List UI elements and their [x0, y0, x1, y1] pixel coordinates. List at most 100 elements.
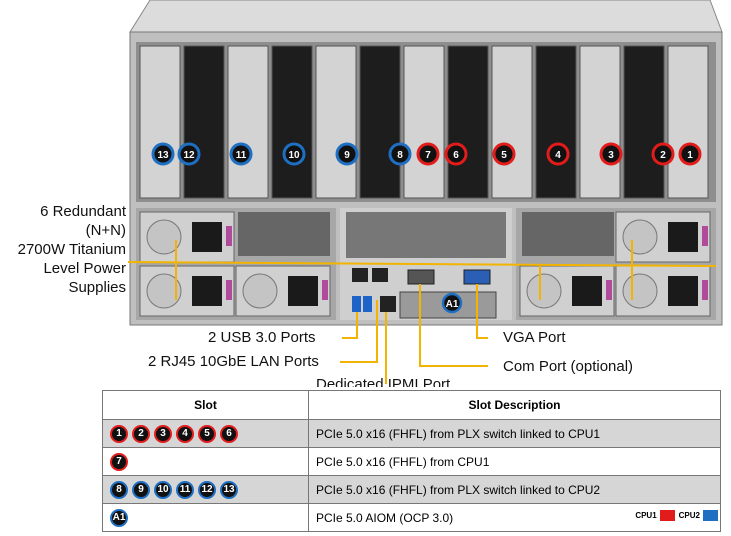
slot-badge: 6: [220, 424, 238, 443]
slot-cover: [667, 45, 709, 199]
lan-port: [372, 268, 388, 282]
slot-cover: [315, 45, 357, 199]
ipmi-port: [380, 296, 396, 312]
power-supply: [139, 211, 235, 263]
usb-port: [363, 296, 372, 312]
slot-badge: 10: [154, 480, 172, 499]
pcie-slot-badges: 13 12 11 10 9 8 7 6 5 4 3 2 1: [151, 142, 702, 166]
power-supply: [615, 265, 711, 317]
slot-badge-label: 6: [453, 150, 459, 161]
slot-badge: 4: [176, 424, 194, 443]
slot-badge: [177, 142, 201, 166]
psu-callout-line: Supplies: [68, 279, 126, 296]
slot-badge-label: 9: [344, 150, 350, 161]
table-row: 7 PCIe 5.0 x16 (FHFL) from CPU1: [102, 447, 721, 476]
slot-badge-label: 8: [397, 150, 403, 161]
com-callout: Com Port (optional): [503, 358, 634, 375]
slot-cover: [535, 45, 577, 199]
power-supply: [235, 265, 331, 317]
slot-badge: 2: [132, 424, 150, 443]
slot-badge-label: 13: [157, 150, 169, 161]
slot-description: PCIe 5.0 x16 (FHFL) from PLX switch link…: [308, 419, 721, 448]
slot-cover: [271, 45, 313, 199]
slot-description: PCIe 5.0 x16 (FHFL) from PLX switch link…: [308, 475, 721, 504]
table-header-row: Slot Slot Description: [102, 390, 721, 420]
aiom-badge: [441, 292, 463, 314]
cpu-legend: CPU1 CPU2: [635, 510, 722, 521]
slot-badge: 13: [220, 480, 238, 499]
aiom-badge-label: A1: [446, 299, 459, 310]
slot-description: PCIe 5.0 x16 (FHFL) from CPU1: [308, 447, 721, 476]
slot-badge-label: 1: [687, 150, 693, 161]
ipmi-callout: Dedicated IPMI Port: [316, 376, 451, 387]
power-supply: [519, 265, 615, 317]
slot-cover: [623, 45, 665, 199]
chassis-top: [129, 0, 723, 33]
slot-badge: 9: [132, 480, 150, 499]
legend-cpu2-swatch: [703, 510, 718, 521]
slot-badge: [678, 142, 702, 166]
slot-badge: [335, 142, 359, 166]
slot-cover: [579, 45, 621, 199]
slot-badge: 3: [154, 424, 172, 443]
slot-badge: A1: [110, 508, 128, 527]
slot-badge: [444, 142, 468, 166]
slot-badge: [599, 142, 623, 166]
vga-port: [463, 269, 491, 285]
slot-badge-label: 10: [288, 150, 300, 161]
slot-cell: 7: [102, 447, 309, 476]
power-supply: [139, 265, 235, 317]
slot-badge: [416, 142, 440, 166]
slot-header: Slot: [102, 390, 309, 420]
vent-grille: [238, 212, 330, 256]
legend-cpu1-label: CPU1: [635, 511, 657, 520]
vent-grille: [522, 212, 614, 256]
pcie-slot-covers: [139, 45, 709, 199]
power-supplies: [139, 211, 711, 317]
psu-callout-line: 2700W Titanium: [17, 241, 126, 258]
slot-badge: 11: [176, 480, 194, 499]
slot-badge-label: 3: [608, 150, 614, 161]
psu-callout-line: 6 Redundant: [40, 203, 126, 220]
slot-badge-label: 2: [660, 150, 666, 161]
callout-lines: [127, 240, 717, 384]
slot-badge: 8: [110, 480, 128, 499]
slot-cell: A1: [102, 503, 309, 532]
slot-cover: [139, 45, 181, 199]
lan-callout: 2 RJ45 10GbE LAN Ports: [148, 353, 319, 370]
slot-badge-label: 7: [425, 150, 431, 161]
legend-cpu2-label: CPU2: [678, 511, 700, 520]
slot-description: PCIe 5.0 AIOM (OCP 3.0): [308, 503, 721, 532]
com-port: [407, 269, 435, 285]
psu-callout: 6 Redundant (N+N) 2700W Titanium Level P…: [0, 202, 126, 297]
slot-cover: [359, 45, 401, 199]
slot-badge: [151, 142, 175, 166]
table-row: A1 PCIe 5.0 AIOM (OCP 3.0): [102, 503, 721, 532]
psu-callout-line: Level Power: [43, 260, 126, 277]
slot-badge: [282, 142, 306, 166]
slot-badge: [546, 142, 570, 166]
slot-badge: [492, 142, 516, 166]
slot-cover: [447, 45, 489, 199]
power-supply: [615, 211, 711, 263]
usb-port: [352, 296, 361, 312]
slot-cover: [491, 45, 533, 199]
server-rear-illustration: 13 12 11 10 9 8 7 6 5 4 3 2 1 A1: [127, 0, 723, 384]
slot-badge-label: 11: [236, 150, 247, 161]
slot-badge-label: 4: [555, 150, 561, 161]
slot-badge-label: 12: [183, 150, 195, 161]
usb-callout: 2 USB 3.0 Ports: [208, 329, 316, 346]
slot-badge-label: 5: [501, 150, 507, 161]
slot-cover: [227, 45, 269, 199]
slot-badge: [229, 142, 253, 166]
legend-cpu1-swatch: [659, 510, 675, 521]
slot-badge: 7: [110, 452, 128, 471]
slot-badge: [388, 142, 412, 166]
psu-callout-line: (N+N): [85, 222, 126, 239]
slot-badge: [651, 142, 675, 166]
